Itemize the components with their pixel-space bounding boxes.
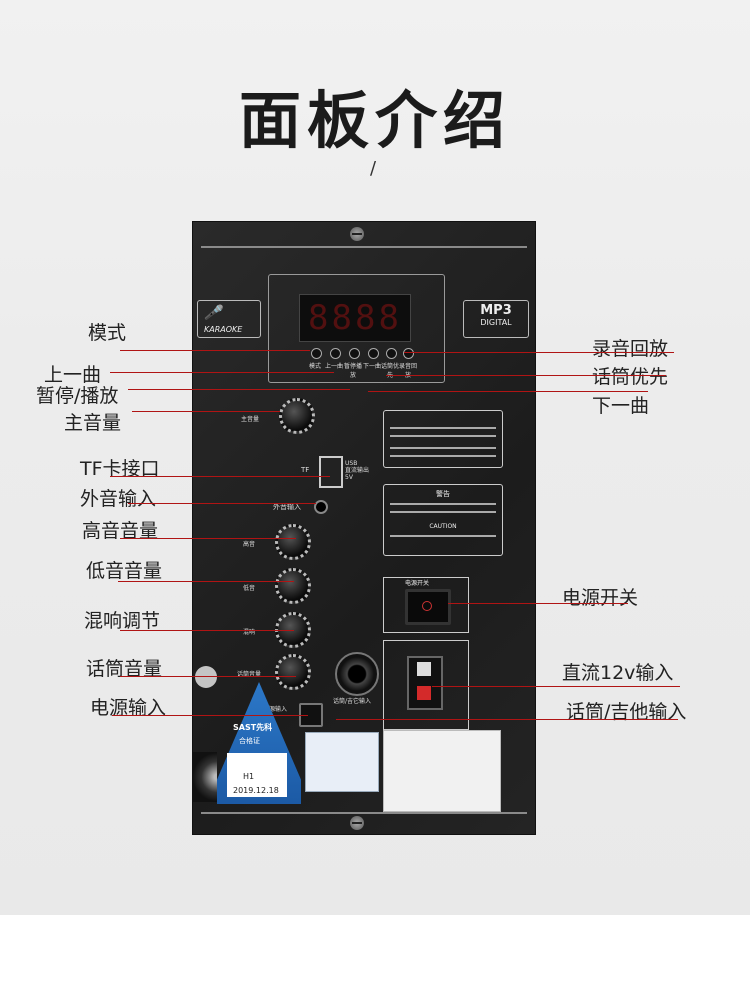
knob-label: 话筒音量 [237,671,262,678]
knob-label: 混响 [243,629,256,636]
button-label: 上一曲 [324,363,343,370]
leader-line [120,538,296,539]
callout-mic-guitar: 话筒/吉他输入 [566,701,687,723]
karaoke-logo: 🎤 KARAOKE [197,300,261,338]
panel-rail [201,812,527,814]
bass-knob[interactable] [275,568,311,604]
leader-line [128,503,316,504]
callout-power-input: 电源输入 [90,697,167,719]
led-display: 8888 [299,294,411,342]
leader-line [120,676,296,677]
screw-icon [350,227,364,241]
button-label: 话筒优先 [380,363,399,379]
treble-knob[interactable] [275,524,311,560]
leader-line [110,476,330,477]
leader-line [128,389,350,390]
callout-tf-slot: TF卡接口 [80,458,160,480]
seal-icon [195,666,217,688]
next-track-button[interactable] [368,348,379,359]
qc-title: 合格证 [239,737,260,745]
leader-line [110,372,334,373]
master-volume-knob[interactable] [279,398,315,434]
previous-track-button[interactable] [330,348,341,359]
mp3-digital-logo: MP3 DIGITAL [463,300,529,338]
mic-volume-knob[interactable] [275,654,311,690]
aux-input-jack[interactable] [314,500,328,514]
screw-icon [350,816,364,830]
mic-priority-button[interactable] [386,348,397,359]
leader-line [120,350,310,351]
qc-date: 2019.12.18 [233,786,279,795]
callout-aux: 外音输入 [80,488,157,510]
leader-line [118,581,294,582]
leader-line [368,391,648,392]
qc-card [227,753,287,797]
safety-notice [383,410,503,468]
leader-line [404,352,674,353]
aux-input-label: 外音输入 [273,503,301,511]
callout-mic-volume: 话筒音量 [86,658,163,680]
leader-line [432,686,680,687]
speaker-icon [193,752,217,802]
callout-power-switch: 电源开关 [562,587,639,609]
tf-card-slot[interactable] [319,456,343,488]
callout-mic-priority: 话筒优先 [592,366,669,388]
microphone-icon: 🎤 [204,305,222,321]
usb-label: USB 直流输出 5V [345,460,370,481]
play-pause-button[interactable] [349,348,360,359]
leader-line [386,375,666,376]
callout-treble: 高音音量 [82,520,159,542]
power-switch-frame [383,577,469,633]
knob-label: 高音 [243,541,256,548]
callout-record-playback: 录音回放 [592,338,669,360]
panel-rail [201,246,527,248]
power-input-label: 电源输入 [263,706,288,713]
callout-next: 下一曲 [592,395,650,417]
callout-mode: 模式 [88,322,127,344]
leader-line [132,411,280,412]
knob-label: 低音 [243,585,256,592]
leader-line [448,603,628,604]
mode-button[interactable] [311,348,322,359]
knob-label: 主音量 [241,416,260,423]
qc-batch: H1 [243,772,255,781]
spec-label [383,730,501,812]
title-mark: / [370,158,377,179]
leader-line [336,719,678,720]
warning-label: 警告 CAUTION [383,484,503,556]
dc-input-frame [383,640,469,730]
leader-line [112,715,308,716]
speaker-control-panel: 🎤 KARAOKE MP3 DIGITAL 8888 模式 上一曲 暂停播放 下… [192,221,536,835]
display-frame [268,274,445,383]
power-switch-label: 电源开关 [405,580,430,587]
button-label: 录音回放 [398,363,417,379]
leader-line [120,630,294,631]
callout-previous: 上一曲 [44,364,102,386]
dc-12v-terminal[interactable] [407,656,443,710]
qc-brand: SAST先科 [233,723,273,732]
mic-guitar-jack[interactable] [335,652,379,696]
button-label: 下一曲 [362,363,381,370]
callout-dc-input: 直流12v输入 [562,662,674,684]
record-playback-button[interactable] [403,348,414,359]
callout-master-volume: 主音量 [64,412,122,434]
power-switch[interactable] [405,589,451,625]
tf-label: TF [301,466,310,474]
page-title: 面板介绍 [238,84,511,157]
product-sticker [305,732,379,792]
callout-echo: 混响调节 [84,610,161,632]
mic-guitar-label: 话筒/吉它输入 [333,698,372,705]
button-label: 模式 [308,363,321,370]
callout-bass: 低音音量 [86,560,163,582]
callout-play-pause: 暂停/播放 [36,385,119,407]
button-label: 暂停播放 [343,363,362,379]
